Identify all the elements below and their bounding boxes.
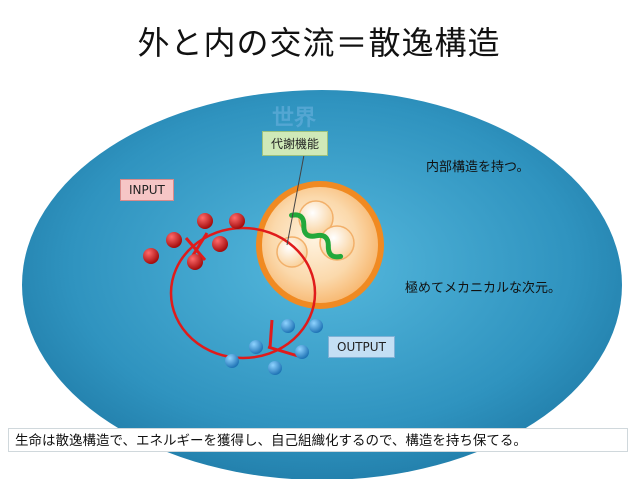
page-title: 外と内の交流＝散逸構造 xyxy=(137,24,501,62)
output-gate xyxy=(267,345,299,358)
blue-particle xyxy=(225,354,239,368)
blue-particle xyxy=(295,345,309,359)
internal-structure-text: 内部構造を持つ。 xyxy=(426,160,530,175)
blue-particle xyxy=(281,319,295,333)
input-label: INPUT xyxy=(120,179,174,201)
red-particle xyxy=(187,254,203,270)
cell xyxy=(256,181,384,309)
bottom-note: 生命は散逸構造で、エネルギーを獲得し、自己組織化するので、構造を持ち保てる。 xyxy=(8,428,628,452)
world-label: 世界 xyxy=(272,106,317,131)
blue-particle xyxy=(309,319,323,333)
metabolism-label: 代謝機能 xyxy=(262,131,329,156)
output-particles xyxy=(225,319,323,375)
red-particle xyxy=(212,236,228,252)
mechanical-dimension-text: 極めてメカニカルな次元。 xyxy=(405,281,562,296)
metabolism-wave xyxy=(289,212,344,260)
callout-line xyxy=(286,154,305,246)
input-particles xyxy=(143,213,245,270)
red-particle xyxy=(197,213,213,229)
output-label: OUTPUT xyxy=(328,336,395,358)
output-gate xyxy=(268,319,274,349)
red-particle xyxy=(143,248,159,264)
red-particle xyxy=(229,213,245,229)
organelle xyxy=(276,236,308,268)
red-particle xyxy=(166,232,182,248)
blue-particle xyxy=(249,340,263,354)
exchange-loop xyxy=(169,226,317,360)
blue-particle xyxy=(268,361,282,375)
